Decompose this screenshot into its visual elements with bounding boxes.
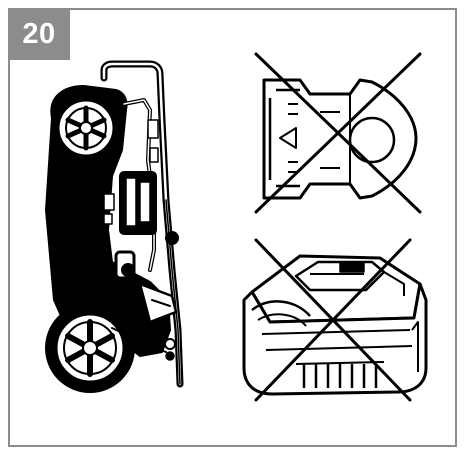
step-number-badge: 20: [8, 8, 70, 60]
prohibited-cross-icon: [254, 52, 422, 214]
battery-pack-icon: [242, 254, 428, 396]
prohibited-cross-icon: [254, 238, 412, 402]
lawn-mower-folded-icon: [45, 60, 184, 393]
